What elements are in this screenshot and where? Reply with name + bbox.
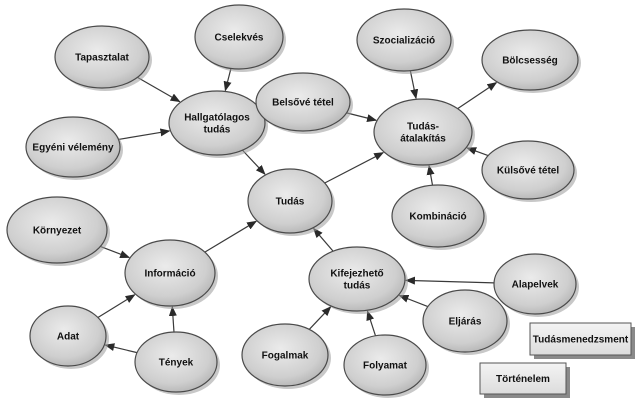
node-label: Egyéni vélemény bbox=[32, 143, 114, 154]
node-atalakitas: Tudás-átalakítás bbox=[373, 98, 475, 168]
arrow-egyeni-to-hallgatolagos bbox=[118, 128, 171, 141]
node-ellipse bbox=[391, 184, 485, 248]
node-label: Cselekvés bbox=[215, 33, 264, 44]
node-ellipse bbox=[247, 168, 333, 234]
arrow-informacio-to-tudas bbox=[204, 220, 257, 253]
node-ellipse bbox=[124, 239, 216, 307]
arrow-fogalmak-to-kifejezheto bbox=[308, 306, 332, 330]
node-label: Külsővé tétel bbox=[497, 166, 559, 177]
arrow-cselekves-to-hallgatolagos bbox=[223, 68, 232, 92]
arrow-tenyek-to-informacio bbox=[168, 305, 177, 333]
box-label: Történelem bbox=[496, 374, 550, 385]
arrow-alapelvek-to-kifejezheto bbox=[404, 276, 495, 285]
node-eljaras: Eljárás bbox=[422, 289, 510, 355]
node-ellipse bbox=[168, 90, 266, 156]
node-label: Eljárás bbox=[449, 317, 482, 328]
node-label: Tudás bbox=[276, 197, 305, 208]
node-ellipse bbox=[373, 98, 473, 166]
node-label: Információ bbox=[144, 269, 195, 280]
node-ellipse bbox=[134, 331, 218, 393]
arrow-adat-to-informacio bbox=[97, 294, 136, 319]
arrow-kombinacio-to-atalakitas bbox=[426, 164, 435, 186]
arrow-tenyek-to-adat bbox=[104, 343, 138, 354]
arrow-kifejezheto-to-tudas bbox=[313, 227, 334, 252]
node-egyeni: Egyéni vélemény bbox=[25, 116, 123, 180]
node-szocializacio: Szocializáció bbox=[356, 8, 454, 74]
node-label: Tények bbox=[159, 358, 194, 369]
node-bolcsesseg: Bölcsesség bbox=[481, 29, 581, 93]
node-label: Szocializáció bbox=[373, 36, 435, 47]
node-label: Adat bbox=[57, 332, 80, 343]
node-informacio: Információ bbox=[124, 239, 218, 309]
arrow-kornyezet-to-informacio bbox=[100, 245, 131, 258]
node-kombinacio: Kombináció bbox=[391, 184, 487, 250]
node-ellipse bbox=[481, 140, 575, 200]
node-cselekves: Cselekvés bbox=[194, 4, 286, 72]
node-ellipse bbox=[54, 25, 150, 89]
node-kornyezet: Környezet bbox=[6, 196, 110, 266]
node-tenyek: Tények bbox=[134, 331, 220, 395]
node-ellipse bbox=[194, 4, 284, 70]
box-tudasmenedzsment: Tudásmenedzsment bbox=[529, 322, 635, 359]
node-alapelvek: Alapelvek bbox=[493, 253, 579, 317]
node-label: Alapelvek bbox=[512, 280, 559, 291]
arrow-tapasztalat-to-hallgatolagos bbox=[137, 76, 181, 103]
node-ellipse bbox=[241, 323, 329, 387]
arrow-tudas-to-atalakitas bbox=[324, 152, 385, 184]
node-tapasztalat: Tapasztalat bbox=[54, 25, 152, 91]
node-adat: Adat bbox=[29, 305, 109, 369]
box-rect bbox=[479, 362, 567, 395]
node-ellipse bbox=[308, 246, 406, 312]
node-ellipse bbox=[255, 72, 351, 132]
arrow-belsove-to-atalakitas bbox=[346, 112, 378, 122]
node-belsove: Belsővé tétel bbox=[255, 72, 353, 134]
arrow-hallgatolagos-to-tudas bbox=[241, 149, 266, 175]
node-ellipse bbox=[6, 196, 108, 264]
node-ellipse bbox=[356, 8, 452, 72]
node-label: Folyamat bbox=[363, 361, 408, 372]
arrow-eljaras-to-kifejezheto bbox=[398, 294, 429, 308]
arrow-folyamat-to-kifejezheto bbox=[366, 310, 377, 337]
node-label: Kombináció bbox=[409, 212, 466, 223]
node-ellipse bbox=[25, 116, 121, 178]
box-tortenelem: Történelem bbox=[479, 362, 570, 398]
box-label: Tudásmenedzsment bbox=[533, 335, 629, 346]
box-rect bbox=[529, 322, 632, 356]
node-ellipse bbox=[481, 29, 579, 91]
arrow-szocializacio-to-atalakitas bbox=[409, 70, 419, 100]
node-label: Tapasztalat bbox=[75, 53, 129, 64]
node-label: Fogalmak bbox=[262, 351, 309, 362]
node-ellipse bbox=[493, 253, 577, 315]
node-label: Bölcsesség bbox=[502, 56, 558, 67]
node-folyamat: Folyamat bbox=[343, 334, 429, 398]
node-ellipse bbox=[422, 289, 508, 353]
node-fogalmak: Fogalmak bbox=[241, 323, 331, 389]
node-label: Környezet bbox=[33, 226, 82, 237]
node-ellipse bbox=[343, 334, 427, 396]
node-ellipse bbox=[29, 305, 107, 367]
arrow-kulsove-to-atalakitas bbox=[466, 147, 489, 157]
node-label: Tudás-átalakítás bbox=[400, 122, 446, 145]
node-label: Belsővé tétel bbox=[272, 98, 334, 109]
arrow-atalakitas-to-bolcsesseg bbox=[457, 82, 498, 110]
edges-layer bbox=[97, 68, 498, 354]
node-kulsove: Külsővé tétel bbox=[481, 140, 577, 202]
node-tudas: Tudás bbox=[247, 168, 335, 236]
